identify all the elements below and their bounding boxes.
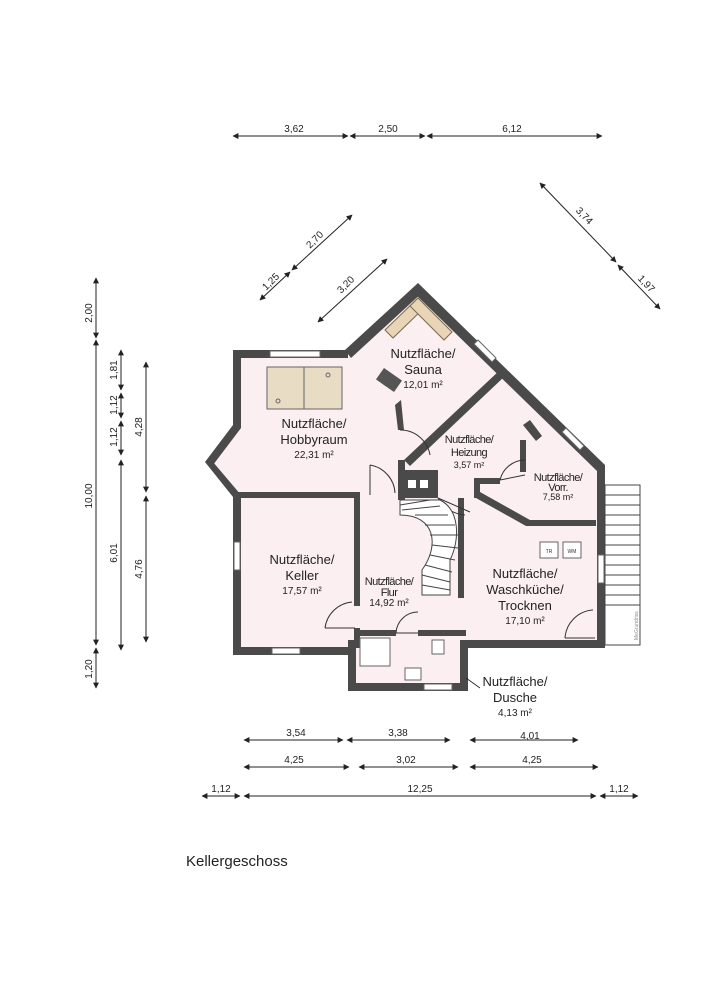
dimensions-diag-left: 1,25 2,70 3,20 bbox=[259, 214, 388, 323]
svg-text:3,62: 3,62 bbox=[284, 124, 304, 135]
svg-text:6,01: 6,01 bbox=[109, 543, 120, 563]
svg-text:12,25: 12,25 bbox=[407, 784, 432, 795]
svg-text:4,25: 4,25 bbox=[522, 755, 542, 766]
room-hobbyraum: Nutzfläche/ Hobbyraum 22,31 m² bbox=[280, 416, 347, 461]
room-labels: Nutzfläche/ Sauna 12,01 m² Nutzfläche/ H… bbox=[269, 346, 585, 719]
svg-text:4,76: 4,76 bbox=[134, 559, 145, 579]
svg-text:1,20: 1,20 bbox=[84, 659, 95, 679]
svg-text:Nutzfläche/: Nutzfläche/ bbox=[269, 552, 334, 567]
table-icon bbox=[266, 366, 343, 410]
room-vorr: Nutzfläche/ Vorr. 7,58 m² bbox=[534, 472, 585, 502]
room-sauna: Nutzfläche/ Sauna 12,01 m² bbox=[390, 346, 455, 391]
svg-text:1,12: 1,12 bbox=[109, 427, 120, 447]
svg-text:6,12: 6,12 bbox=[502, 124, 522, 135]
svg-text:14,92 m²: 14,92 m² bbox=[369, 598, 409, 609]
svg-text:4,25: 4,25 bbox=[284, 755, 304, 766]
svg-text:Nutzfläche/: Nutzfläche/ bbox=[390, 346, 455, 361]
washer-label: WM bbox=[568, 549, 577, 555]
shower-tray bbox=[359, 637, 445, 681]
svg-text:Keller: Keller bbox=[285, 568, 319, 583]
svg-text:2,50: 2,50 bbox=[378, 124, 398, 135]
svg-text:2,70: 2,70 bbox=[304, 229, 326, 251]
svg-text:Nutzfläche/: Nutzfläche/ bbox=[445, 434, 495, 446]
sauna-stove-icon bbox=[375, 367, 403, 393]
svg-text:3,74: 3,74 bbox=[573, 205, 595, 227]
dimensions-diag-right: 3,74 1,97 bbox=[539, 182, 661, 310]
svg-text:Vorr.: Vorr. bbox=[548, 482, 568, 494]
svg-text:Nutzfläche/: Nutzfläche/ bbox=[534, 472, 584, 484]
svg-text:1,25: 1,25 bbox=[260, 271, 282, 293]
svg-text:Nutzfläche/: Nutzfläche/ bbox=[281, 416, 346, 431]
svg-text:1,12: 1,12 bbox=[211, 784, 231, 795]
svg-text:12,01 m²: 12,01 m² bbox=[403, 380, 443, 391]
svg-text:Waschküche/: Waschküche/ bbox=[486, 582, 564, 597]
svg-text:1,12: 1,12 bbox=[109, 395, 120, 415]
svg-text:3,02: 3,02 bbox=[396, 755, 416, 766]
dimensions-bottom-row1: 3,54 3,38 4,01 bbox=[243, 728, 579, 743]
sauna-benches bbox=[384, 297, 453, 341]
svg-text:4,01: 4,01 bbox=[520, 731, 540, 742]
room-waschkueche: Nutzfläche/ Waschküche/ Trocknen 17,10 m… bbox=[486, 566, 564, 627]
dimensions-bottom-row3: 1,12 12,25 1,12 bbox=[201, 784, 639, 799]
washer-dryer: TR WM bbox=[539, 541, 582, 559]
spiral-staircase bbox=[399, 499, 459, 596]
svg-text:1,97: 1,97 bbox=[635, 273, 657, 295]
svg-text:Hobbyraum: Hobbyraum bbox=[280, 432, 347, 447]
svg-text:3,54: 3,54 bbox=[286, 728, 306, 739]
svg-text:2,00: 2,00 bbox=[84, 303, 95, 323]
svg-text:1,12: 1,12 bbox=[609, 784, 629, 795]
svg-text:4,13 m²: 4,13 m² bbox=[498, 708, 533, 719]
room-keller: Nutzfläche/ Keller 17,57 m² bbox=[269, 552, 334, 597]
floor-title: Kellergeschoss bbox=[186, 853, 288, 870]
svg-text:3,57 m²: 3,57 m² bbox=[454, 460, 485, 470]
svg-text:22,31 m²: 22,31 m² bbox=[294, 450, 334, 461]
svg-text:3,20: 3,20 bbox=[335, 274, 357, 296]
svg-text:10,00: 10,00 bbox=[84, 483, 95, 508]
svg-text:Heizung: Heizung bbox=[451, 447, 488, 459]
svg-text:17,57 m²: 17,57 m² bbox=[282, 586, 322, 597]
dimensions-left-mid: 1,81 1,12 1,12 6,01 bbox=[109, 349, 124, 651]
dimensions-top: 3,62 2,50 6,12 bbox=[232, 124, 603, 139]
dryer-label: TR bbox=[546, 549, 553, 555]
svg-text:Dusche: Dusche bbox=[493, 690, 537, 705]
windows bbox=[233, 339, 605, 691]
svg-text:Sauna: Sauna bbox=[404, 362, 442, 377]
dimensions-bottom-row2: 4,25 3,02 4,25 bbox=[243, 755, 599, 770]
dimensions-left-outer: 2,00 10,00 1,20 bbox=[84, 277, 99, 689]
svg-text:Nutzfläche/: Nutzfläche/ bbox=[365, 576, 415, 588]
svg-text:Nutzfläche/: Nutzfläche/ bbox=[482, 674, 547, 689]
svg-text:3,38: 3,38 bbox=[388, 728, 408, 739]
svg-text:1,81: 1,81 bbox=[109, 360, 120, 380]
exterior-stairs bbox=[604, 484, 641, 646]
svg-text:7,58 m²: 7,58 m² bbox=[543, 492, 574, 502]
svg-text:Nutzfläche/: Nutzfläche/ bbox=[492, 566, 557, 581]
room-dusche: Nutzfläche/ Dusche 4,13 m² bbox=[465, 674, 548, 719]
svg-text:Flur: Flur bbox=[381, 587, 398, 599]
dimensions-left-inner: 4,28 4,76 bbox=[134, 361, 149, 643]
svg-text:17,10 m²: 17,10 m² bbox=[505, 616, 545, 627]
chimney bbox=[408, 480, 428, 488]
watermark: MeGrundriss bbox=[634, 611, 640, 640]
room-heizung: Nutzfläche/ Heizung 3,57 m² bbox=[445, 434, 496, 470]
doors bbox=[324, 429, 595, 639]
svg-text:4,28: 4,28 bbox=[134, 417, 145, 437]
room-flur: Nutzfläche/ Flur 14,92 m² bbox=[365, 576, 416, 609]
svg-text:Trocknen: Trocknen bbox=[498, 598, 552, 613]
